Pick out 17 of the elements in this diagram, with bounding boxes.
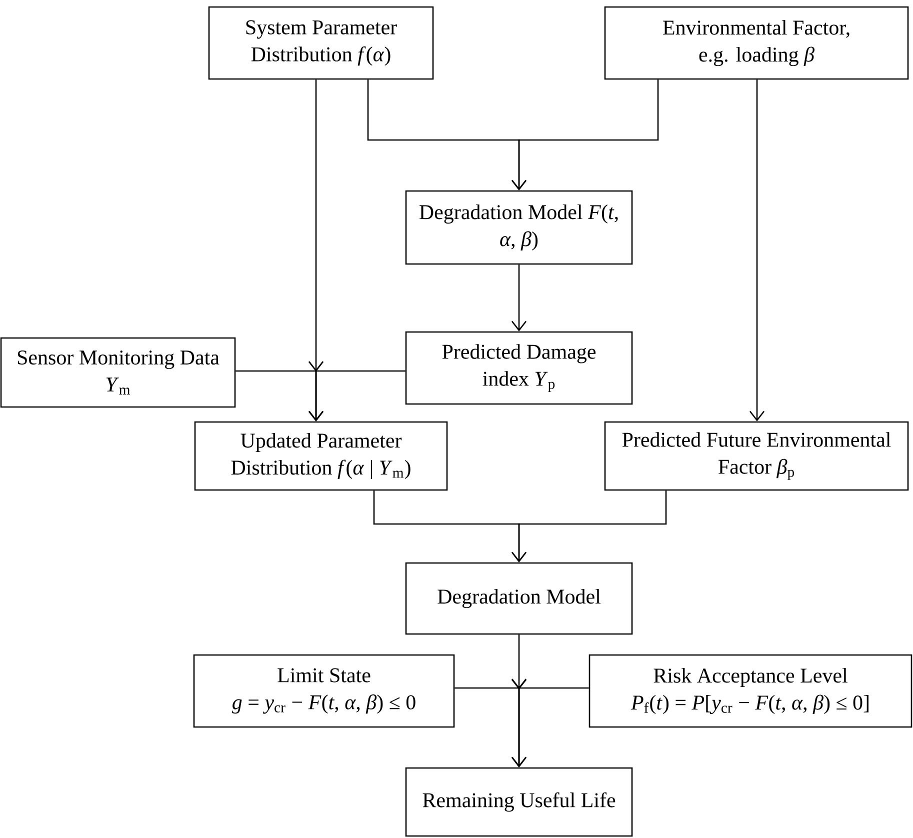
process-box: Degradation Model (405, 562, 633, 635)
arrow (750, 80, 765, 422)
process-box: Limit State g = y$_{cr}$ − F(t, α, β) ≤ 0 (193, 654, 455, 728)
process-box: Predicted Damage index Y$_{p}$ (405, 331, 633, 405)
process-box: Risk Acceptance Level P$_{f}$(t) = P[y$_{cr}$ − F(t, α, β) ≤ 0] (588, 654, 912, 728)
process-box: Environmental Factor, e.g. loading β (604, 6, 909, 80)
process-box: Updated Parameter Distribution f(α | Y$_{m}$) (194, 421, 448, 491)
process-box: System Parameter Distribution f(α) (208, 6, 434, 80)
arrow (512, 80, 659, 190)
process-box: Degradation Model F(t, α, β) (405, 190, 633, 265)
process-box: Sensor Monitoring Data Y$_{m}$ (0, 337, 236, 408)
process-box: Remaining Useful Life (405, 767, 633, 837)
arrow (512, 264, 527, 332)
arrow (308, 361, 406, 422)
arrow (512, 490, 667, 562)
arrow (512, 678, 589, 768)
process-box: Predicted Future Environmental Factor β$_{p}$ (604, 421, 909, 491)
